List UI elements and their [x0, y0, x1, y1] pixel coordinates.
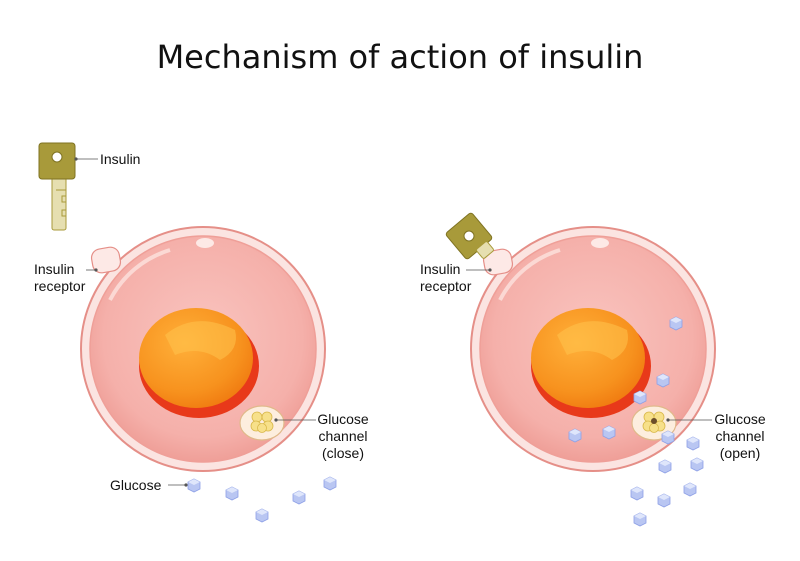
- label-glucose: Glucose: [110, 477, 162, 493]
- label-insulin-receptor-right-line2: receptor: [420, 278, 472, 294]
- label-glucose-channel-left-line2: channel: [318, 428, 367, 444]
- glucose-molecules-left: [187, 476, 337, 523]
- label-glucose-channel-left-line3: (close): [322, 445, 364, 461]
- label-glucose-channel-right-line3: (open): [720, 445, 760, 461]
- label-glucose-channel-right-line2: channel: [715, 428, 764, 444]
- label-glucose-channel-right-line1: Glucose: [714, 411, 766, 427]
- label-insulin-receptor-left-line2: receptor: [34, 278, 86, 294]
- nucleus-right: [531, 308, 651, 418]
- insulin-bound-key-icon: [445, 212, 494, 260]
- label-insulin: Insulin: [100, 151, 140, 167]
- leader-dots: [74, 157, 670, 487]
- glucose-channel-closed: [239, 405, 285, 441]
- insulin-key-icon: [38, 142, 76, 231]
- label-glucose-channel-left-line1: Glucose: [317, 411, 369, 427]
- nucleus-left: [139, 308, 259, 418]
- leader-lines: [76, 158, 712, 486]
- insulin-receptor-right: [482, 248, 514, 276]
- insulin-receptor-left: [90, 246, 122, 274]
- glucose-channel-open: [631, 405, 677, 441]
- label-insulin-receptor-left-line1: Insulin: [34, 261, 74, 277]
- diagram-title: Mechanism of action of insulin: [156, 38, 644, 76]
- label-insulin-receptor-right-line1: Insulin: [420, 261, 460, 277]
